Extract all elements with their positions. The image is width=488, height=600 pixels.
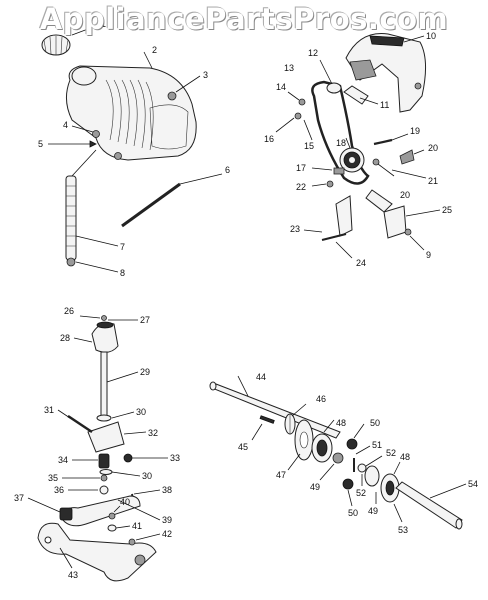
callout-20b: 20	[400, 190, 410, 200]
callout-22: 22	[296, 182, 306, 192]
callout-35: 35	[48, 473, 58, 483]
callout-9: 9	[426, 250, 431, 260]
callout-13: 13	[284, 63, 294, 73]
callout-17: 17	[296, 163, 306, 173]
callout-29: 29	[140, 367, 150, 377]
callout-40: 40	[120, 497, 130, 507]
callout-30b: 30	[142, 471, 152, 481]
callout-10: 10	[426, 31, 436, 41]
callout-2: 2	[152, 45, 157, 55]
callout-54: 54	[468, 479, 478, 489]
output-axle	[395, 481, 463, 529]
callout-39: 39	[162, 515, 172, 525]
callout-1: 1	[101, 19, 106, 29]
callout-7: 7	[120, 242, 125, 252]
axle-gear-group	[209, 375, 467, 530]
callout-52a: 52	[386, 448, 396, 458]
callout-24: 24	[356, 258, 366, 268]
callout-26: 26	[64, 306, 74, 316]
callout-15: 15	[304, 141, 314, 151]
callout-12: 12	[308, 48, 318, 58]
callout-labels: 1 2 3 4 5 6 7 8 9 10 11 12 13 14 15 16 1…	[14, 19, 478, 580]
callout-41: 41	[132, 521, 142, 531]
callout-30a: 30	[136, 407, 146, 417]
callout-49a: 49	[310, 482, 320, 492]
callout-21: 21	[428, 176, 438, 186]
shift-link-lower	[37, 522, 157, 582]
callout-37: 37	[14, 493, 24, 503]
main-shaft	[211, 383, 341, 439]
callout-52b: 52	[356, 488, 366, 498]
callout-44: 44	[256, 372, 266, 382]
callout-27: 27	[140, 315, 150, 325]
shift-lever-group	[27, 315, 168, 582]
belt-guard	[345, 33, 426, 113]
callout-16: 16	[264, 134, 274, 144]
callout-50b: 50	[348, 508, 358, 518]
callout-5: 5	[38, 139, 43, 149]
callout-47: 47	[276, 470, 286, 480]
callout-6: 6	[225, 165, 230, 175]
fuel-tube	[65, 175, 77, 261]
callout-49b: 49	[368, 506, 378, 516]
callout-51: 51	[372, 440, 382, 450]
callout-14: 14	[276, 82, 286, 92]
callout-8: 8	[120, 268, 125, 278]
callout-3: 3	[203, 70, 208, 80]
callout-42: 42	[162, 529, 172, 539]
callout-23: 23	[290, 224, 300, 234]
callout-32: 32	[148, 428, 158, 438]
callout-34: 34	[58, 455, 68, 465]
fuel-tank-group	[41, 25, 223, 273]
pulley-bracket	[383, 205, 407, 239]
callout-19: 19	[410, 126, 420, 136]
callout-28: 28	[60, 333, 70, 343]
callout-11: 11	[380, 100, 389, 110]
callout-43: 43	[68, 570, 78, 580]
callout-45: 45	[238, 442, 248, 452]
belt-pulley-group	[275, 33, 441, 259]
callout-53: 53	[398, 525, 408, 535]
callout-20a: 20	[428, 143, 438, 153]
watermark-text: AppliancePartsPros.com	[39, 2, 449, 36]
callout-50a: 50	[370, 418, 380, 428]
callout-31: 31	[44, 405, 54, 415]
callout-36: 36	[54, 485, 64, 495]
callout-46: 46	[316, 394, 326, 404]
callout-25: 25	[442, 205, 452, 215]
shift-shaft	[100, 351, 108, 421]
callout-38: 38	[162, 485, 172, 495]
callout-4: 4	[63, 120, 68, 130]
callout-18: 18	[336, 138, 346, 148]
callout-48b: 48	[400, 452, 410, 462]
callout-33: 33	[170, 453, 180, 463]
fuel-rod	[121, 182, 181, 228]
callout-48a: 48	[336, 418, 346, 428]
